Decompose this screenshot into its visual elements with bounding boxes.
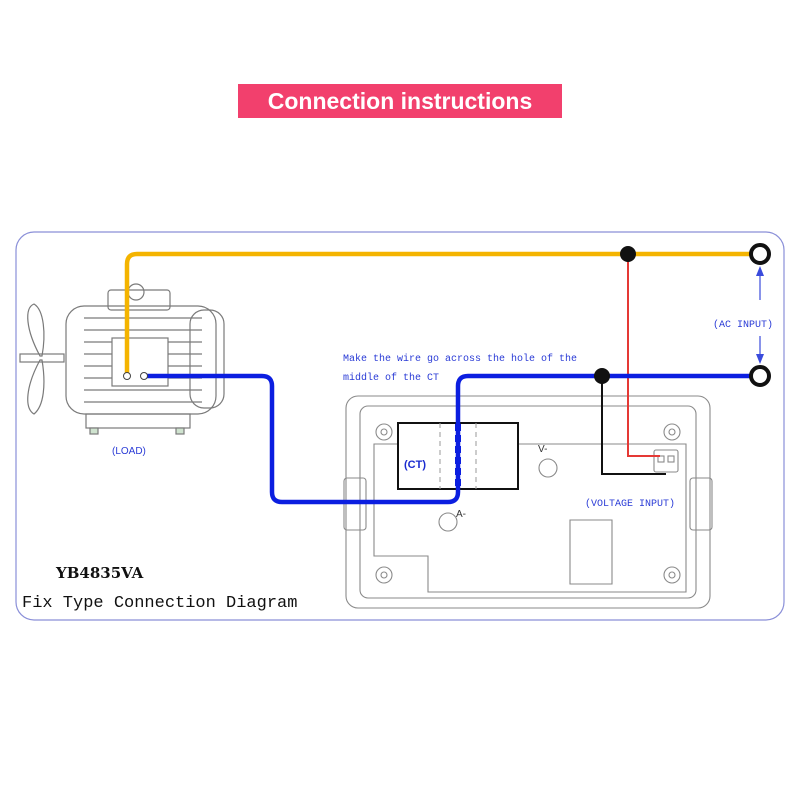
neutral-wire <box>144 373 758 505</box>
voltage-wire-red <box>627 254 660 457</box>
voltage-wire-black <box>601 376 666 475</box>
a-terminal-label: A- <box>456 509 466 520</box>
voltage-input-label: (VOLTAGE INPUT) <box>585 498 675 510</box>
ac-input-terminal-top <box>749 243 771 265</box>
junction-dot-live <box>620 246 636 262</box>
load-label: (LOAD) <box>112 446 146 457</box>
diagram-frame <box>15 231 785 621</box>
ct-note-line2: middle of the CT <box>343 372 439 384</box>
ac-input-arrowhead-up <box>756 266 764 276</box>
ct-note-line1: Make the wire go across the hole of the <box>343 353 577 365</box>
ac-input-label: (AC INPUT) <box>713 319 773 331</box>
title-banner: Connection instructions <box>238 84 562 118</box>
junction-dot-neutral <box>594 368 610 384</box>
motor-terminal-live <box>123 372 131 380</box>
motor-load-icon <box>19 283 225 435</box>
title-text: Connection instructions <box>267 88 533 114</box>
v-terminal-label: V- <box>538 444 547 455</box>
ct-label: (CT) <box>404 459 426 471</box>
diagram-caption: Fix Type Connection Diagram <box>22 594 297 613</box>
ac-input-terminal-bottom <box>749 365 771 387</box>
live-wire <box>124 251 758 376</box>
model-number: YB4835VA <box>55 564 144 582</box>
motor-terminal-neutral <box>140 372 148 380</box>
ac-input-arrowhead-down <box>756 354 764 364</box>
